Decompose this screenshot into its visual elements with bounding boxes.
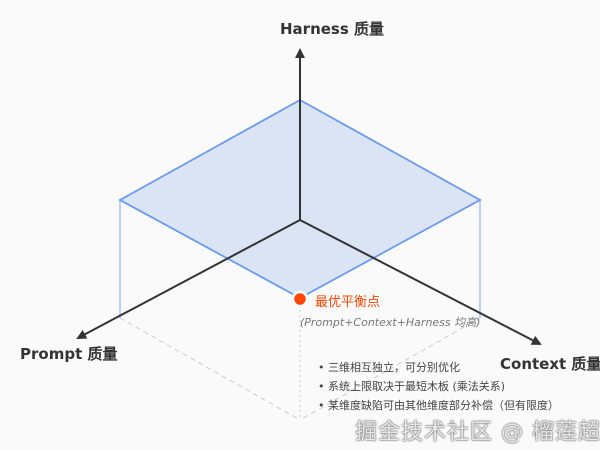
- watermark: 掘金技术社区 @ 榴莲超人: [355, 420, 600, 445]
- notes-list: • 三维相互独立，可分别优化 • 系统上限取决于最短木板 (乘法关系) • 某维…: [318, 358, 559, 415]
- note-item: • 三维相互独立，可分别优化: [318, 361, 460, 374]
- projection-dashed-right: [299, 317, 481, 421]
- axis-label-context: Context 质量: [500, 355, 600, 373]
- projection-dashed-left: [119, 317, 301, 421]
- note-item: • 系统上限取决于最短木板 (乘法关系): [318, 380, 506, 393]
- optimum-sublabel: (Prompt+Context+Harness 均高): [300, 316, 481, 329]
- optimum-label: 最优平衡点: [315, 295, 381, 310]
- axis-context: [299, 219, 542, 345]
- axis-prompt: [76, 219, 301, 339]
- note-item: • 某维度缺陷可由其他维度部分补偿（但有限度）: [318, 399, 559, 412]
- optimum-point: [291, 290, 309, 308]
- axis-label-harness: Harness 质量: [280, 20, 385, 38]
- axis-label-prompt: Prompt 质量: [20, 345, 118, 363]
